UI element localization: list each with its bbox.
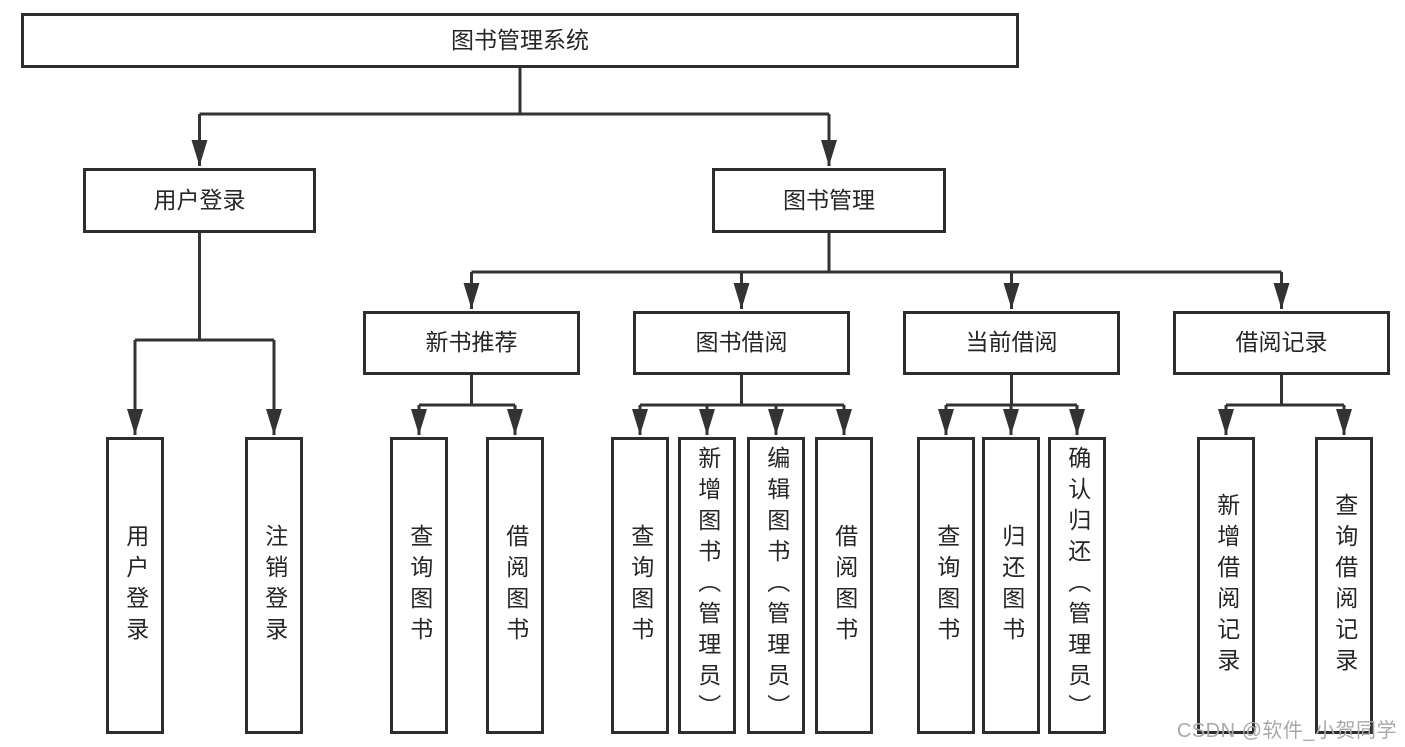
leaf-query-borrow-record: 查询借阅记录 — [1315, 437, 1373, 734]
node-book-management-label: 图书管理 — [783, 186, 875, 213]
node-library-management-system-label: 图书管理系统 — [451, 26, 589, 53]
leaf-query-books-current-label: 查询图书 — [933, 523, 960, 648]
leaf-return-books: 归还图书 — [982, 437, 1040, 734]
node-library-management-system: 图书管理系统 — [21, 13, 1019, 68]
leaf-query-borrow-record-label: 查询借阅记录 — [1331, 492, 1358, 679]
node-new-book-recommendation-label: 新书推荐 — [425, 329, 518, 356]
leaf-edit-books-admin: 编辑图书（管理员） — [747, 437, 805, 734]
leaf-return-books-label: 归还图书 — [998, 523, 1025, 648]
leaf-query-books-recommend: 查询图书 — [390, 437, 448, 734]
leaf-logout-label: 注销登录 — [261, 523, 288, 648]
csdn-watermark: CSDN @软件_小贺同学 — [1176, 720, 1397, 742]
leaf-user-login: 用户登录 — [106, 437, 164, 734]
node-current-borrowing-label: 当前借阅 — [965, 329, 1058, 356]
leaf-confirm-return-admin-label: 确认归还（管理员） — [1064, 446, 1091, 725]
node-borrowing-records-label: 借阅记录 — [1235, 329, 1328, 356]
leaf-query-books-borrowing: 查询图书 — [611, 437, 669, 734]
node-book-management: 图书管理 — [712, 168, 946, 233]
leaf-user-login-label: 用户登录 — [122, 523, 149, 648]
leaf-query-books-current: 查询图书 — [917, 437, 975, 734]
leaf-confirm-return-admin: 确认归还（管理员） — [1048, 437, 1106, 734]
leaf-add-borrow-record-label: 新增借阅记录 — [1213, 492, 1240, 679]
leaf-borrow-books-recommend-label: 借阅图书 — [502, 523, 529, 648]
leaf-edit-books-admin-label: 编辑图书（管理员） — [763, 446, 790, 725]
leaf-borrow-books-borrowing: 借阅图书 — [815, 437, 873, 734]
node-new-book-recommendation: 新书推荐 — [363, 311, 580, 375]
leaf-logout: 注销登录 — [245, 437, 303, 734]
leaf-add-borrow-record: 新增借阅记录 — [1197, 437, 1255, 734]
leaf-borrow-books-recommend: 借阅图书 — [486, 437, 544, 734]
node-book-borrowing-label: 图书借阅 — [695, 329, 788, 356]
leaf-add-books-admin: 新增图书（管理员） — [678, 437, 736, 734]
leaf-query-books-recommend-label: 查询图书 — [406, 523, 433, 648]
node-book-borrowing: 图书借阅 — [633, 311, 850, 375]
node-user-login: 用户登录 — [83, 168, 316, 233]
leaf-add-books-admin-label: 新增图书（管理员） — [694, 446, 721, 725]
node-current-borrowing: 当前借阅 — [903, 311, 1120, 375]
leaf-query-books-borrowing-label: 查询图书 — [627, 523, 654, 648]
leaf-borrow-books-borrowing-label: 借阅图书 — [831, 523, 858, 648]
node-user-login-label: 用户登录 — [153, 186, 246, 213]
node-borrowing-records: 借阅记录 — [1173, 311, 1390, 375]
